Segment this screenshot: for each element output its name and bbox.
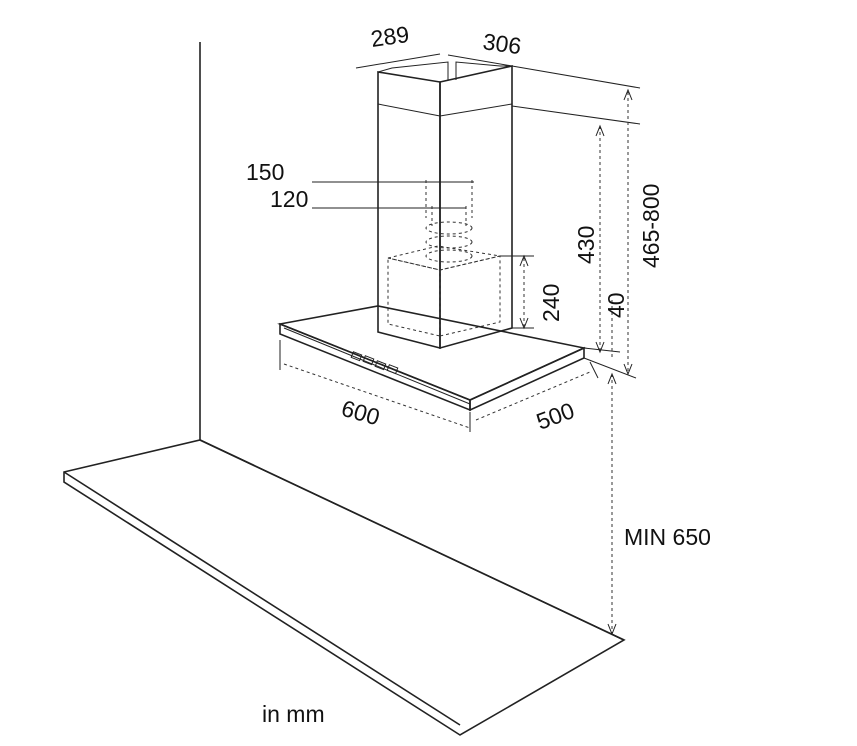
min-650-label: MIN 650 xyxy=(624,524,711,550)
hidden-outlet xyxy=(425,180,473,263)
chimney xyxy=(377,61,513,350)
countertop xyxy=(63,439,626,736)
outlet-150-label: 150 xyxy=(246,159,284,185)
height-430-label: 430 xyxy=(573,226,599,264)
hidden-motor-box xyxy=(387,245,501,337)
outlet-120-label: 120 xyxy=(270,186,308,212)
width-306-label: 306 xyxy=(481,28,523,59)
height-240-label: 240 xyxy=(538,284,564,322)
height-40-label: 40 xyxy=(603,292,629,318)
canopy-500-label: 500 xyxy=(533,397,578,435)
units-label: in mm xyxy=(262,701,325,727)
width-289-label: 289 xyxy=(369,21,411,52)
canopy-600-label: 600 xyxy=(339,395,383,431)
height-465-800-label: 465-800 xyxy=(638,184,664,268)
control-panel xyxy=(350,351,399,375)
dimension-lines xyxy=(279,53,641,636)
